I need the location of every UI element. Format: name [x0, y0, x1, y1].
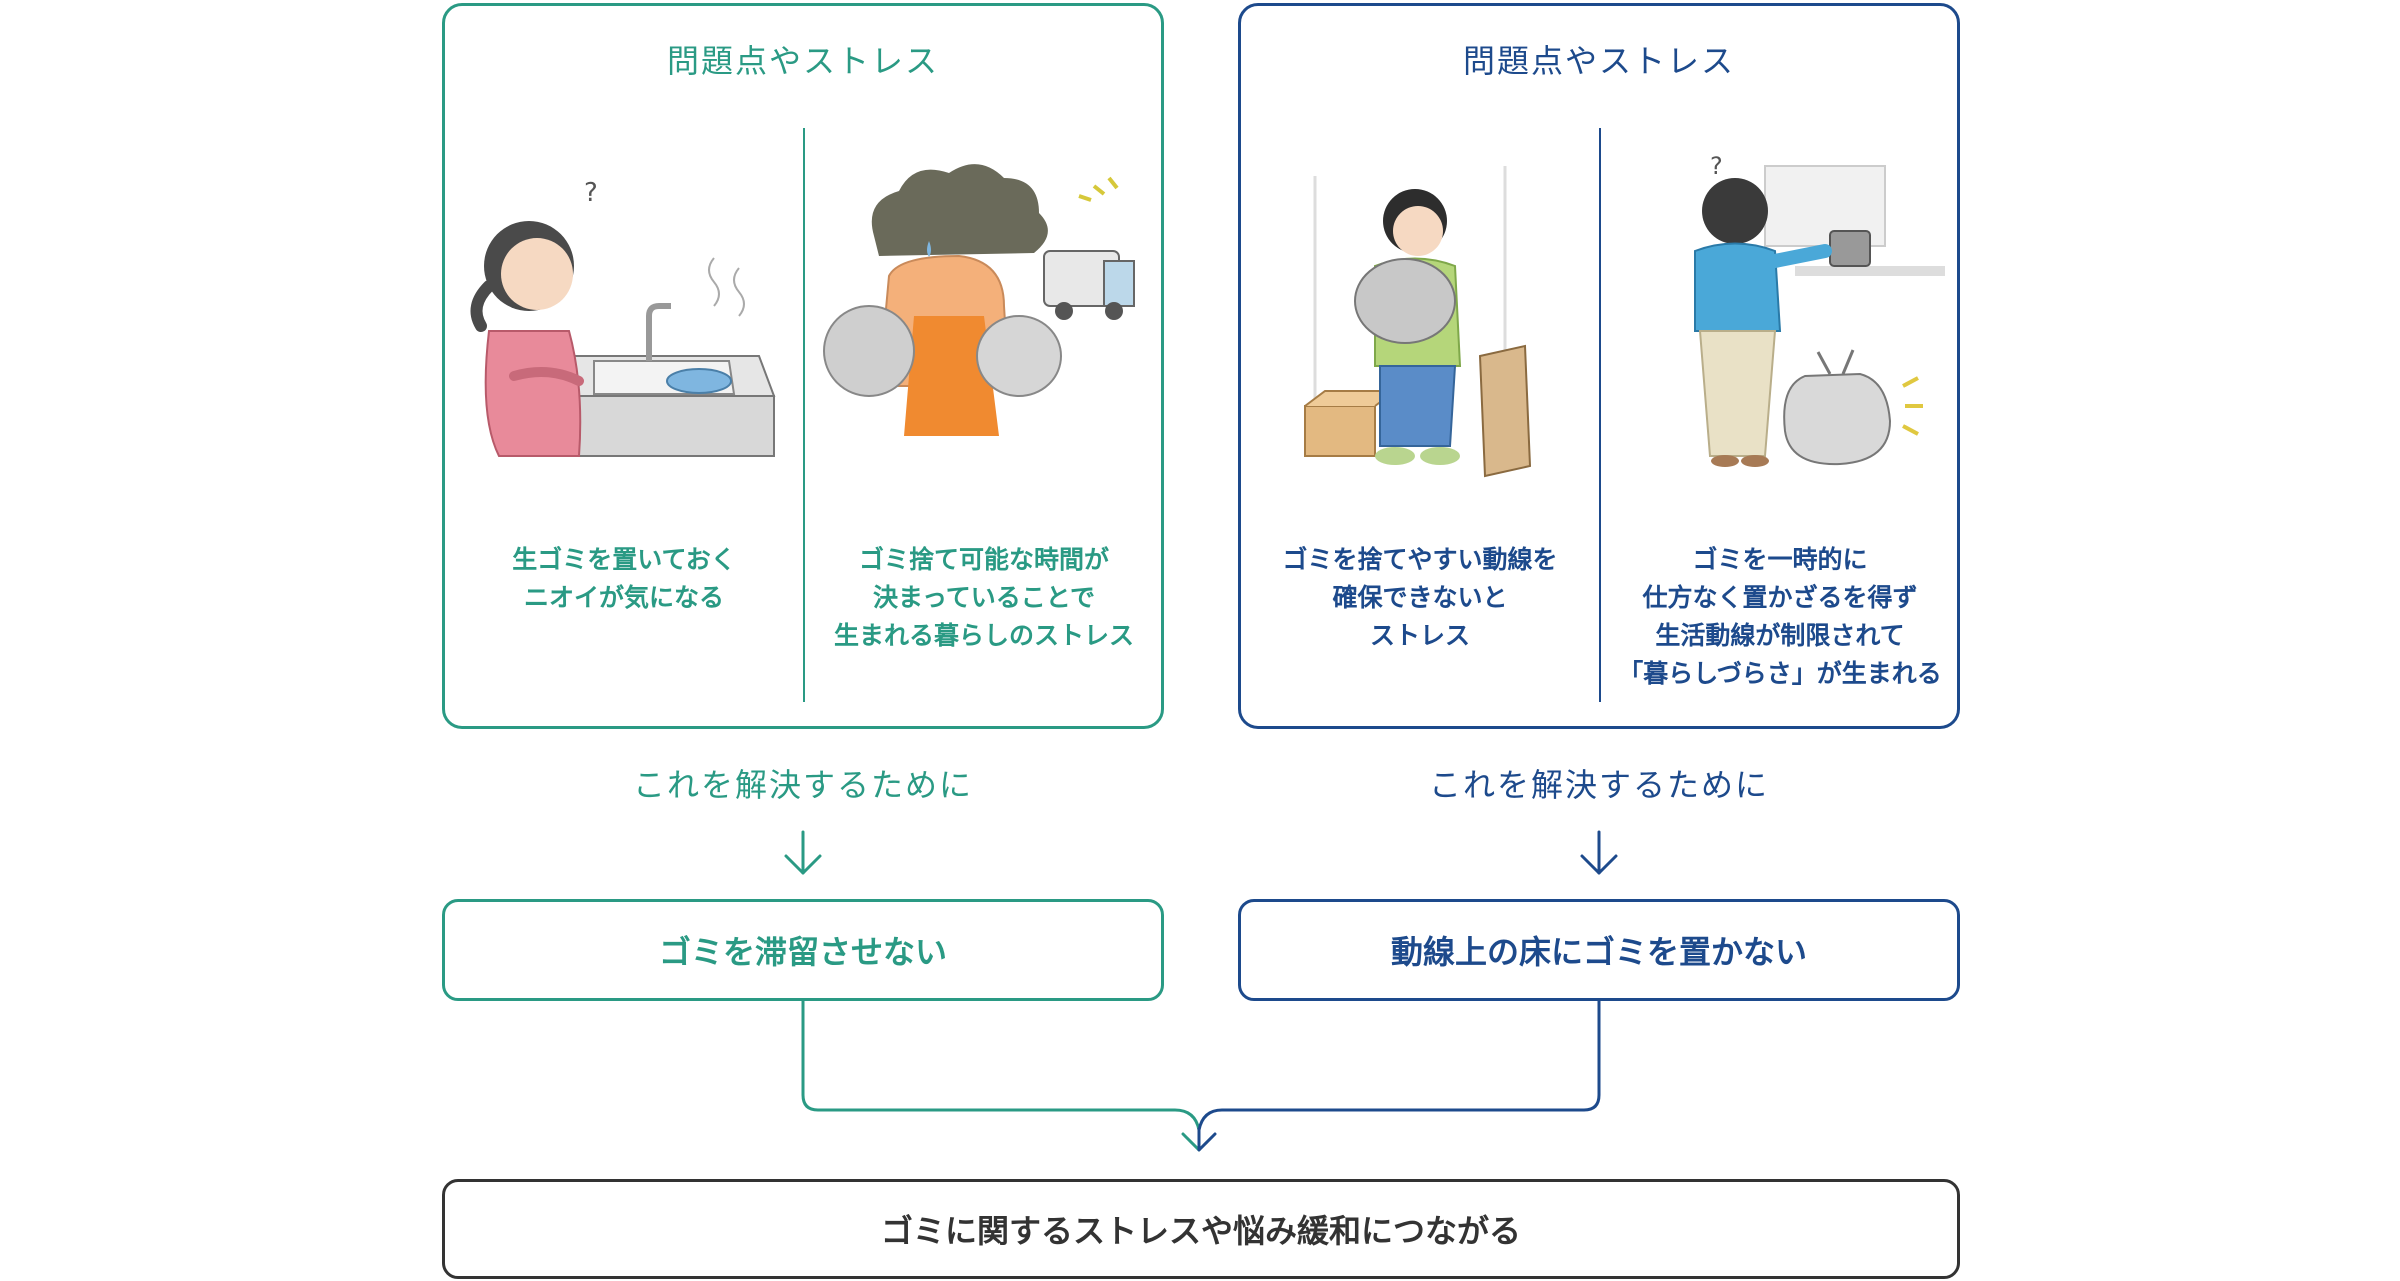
- problem-caption: ゴミ捨て可能な時間が 決まっていることで 生まれる暮らしのストレス: [833, 545, 1134, 650]
- problem-caption: ゴミを捨てやすい動線を 確保できないと ストレス: [1282, 545, 1558, 650]
- problem-item: ? ゴミを一時的に 仕方なく置かざるを得ず 生活動線が制限されて 「暮らしづらさ…: [1601, 156, 1959, 688]
- solution-box-right: 動線上の床にゴミを置かない: [1238, 899, 1960, 1001]
- svg-text:?: ?: [1710, 156, 1723, 180]
- divider: [1599, 128, 1601, 702]
- problem-caption: ゴミを一時的に 仕方なく置かざるを得ず 生活動線が制限されて 「暮らしづらさ」が…: [1618, 545, 1942, 688]
- resolve-label-right: これを解決するために: [1428, 766, 1769, 804]
- problem-caption: 生ゴミを置いておく ニオイが気になる: [512, 545, 736, 612]
- problem-item: ゴミを捨てやすい動線を 確保できないと ストレス: [1241, 156, 1599, 650]
- garbage-truck-collection-time-illustration: [823, 164, 1135, 436]
- down-arrow-icon: [1580, 830, 1618, 875]
- divider: [803, 128, 805, 702]
- solution-box-left: ゴミを滞留させない: [442, 899, 1164, 1001]
- problem-item: ゴミ捨て可能な時間が 決まっていることで 生まれる暮らしのストレス: [805, 156, 1163, 650]
- conclusion-box: ゴミに関するストレスや悩み緩和につながる: [442, 1179, 1960, 1279]
- panel-title: 問題点やストレス: [666, 42, 939, 80]
- cooking-with-garbage-bag-illustration: ?: [1694, 156, 1945, 467]
- svg-text:?: ?: [584, 178, 598, 208]
- problem-panel-left: 問題点やストレス ? 生ゴミを置いておく ニオイが気になる: [442, 3, 1164, 729]
- panel-title: 問題点やストレス: [1462, 42, 1735, 80]
- merge-line-right: [1197, 1001, 1601, 1131]
- merge-arrow-icon: [1197, 1132, 1217, 1152]
- kitchen-sink-garbage-smell-illustration: ?: [470, 178, 776, 457]
- merge-arrow-icon: [1181, 1132, 1201, 1152]
- carrying-garbage-bag-illustration: [1304, 166, 1532, 478]
- problem-item: ? 生ゴミを置いておく ニオイが気になる: [445, 156, 803, 612]
- problem-panel-right: 問題点やストレス ゴミを捨てやすい動線を 確保できないと ストレス: [1238, 3, 1960, 729]
- merge-line-left: [801, 1001, 1201, 1131]
- down-arrow-icon: [784, 830, 822, 875]
- resolve-label-left: これを解決するために: [632, 766, 973, 804]
